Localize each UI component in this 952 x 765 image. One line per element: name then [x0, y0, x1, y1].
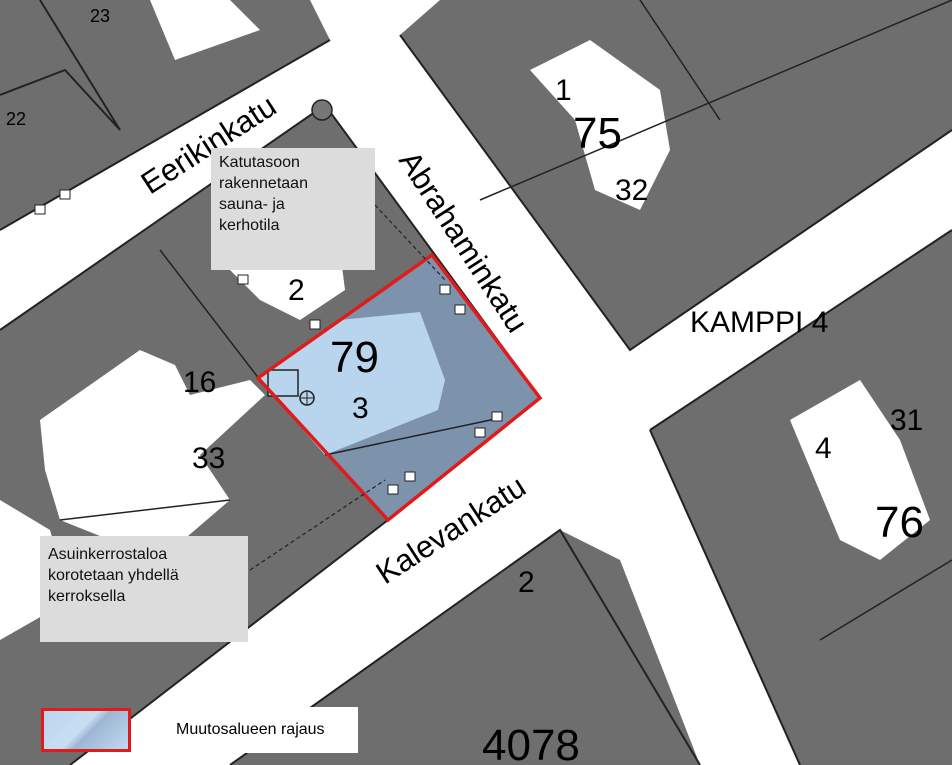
plot-number-23: 23: [90, 6, 110, 26]
note-line: sauna- ja: [219, 196, 285, 213]
plot-number-2-south: 2: [518, 566, 535, 599]
block-top-left: [0, 0, 330, 230]
plot-number-33: 33: [192, 442, 225, 475]
plot-number-4: 4: [815, 432, 832, 465]
note-line: kerhotila: [219, 217, 280, 234]
legend-swatch: [41, 708, 131, 752]
plot-number-32: 32: [615, 174, 648, 207]
plot-number-3: 3: [352, 392, 369, 425]
note-sauna-club-room: Katutasoon rakennetaan sauna- ja kerhoti…: [211, 148, 375, 270]
note-line: kerroksella: [48, 588, 126, 605]
plot-number-2-north: 2: [288, 274, 305, 307]
note-line: korotetaan yhdellä: [48, 567, 179, 584]
note-line: rakennetaan: [219, 175, 308, 192]
note-line: Katutasoon: [219, 154, 300, 171]
block-number-76: 76: [875, 498, 924, 547]
courtyard-west: [40, 350, 265, 560]
plot-number-31: 31: [890, 404, 923, 437]
block-number-75: 75: [573, 109, 622, 158]
note-extra-floor: Asuinkerrostaloa korotetaan yhdellä kerr…: [40, 536, 248, 642]
change-area-light: [258, 312, 445, 455]
plot-number-16: 16: [183, 366, 216, 399]
block-75: [400, 0, 952, 350]
block-number-4078: 4078: [482, 721, 580, 765]
block-number-79: 79: [330, 333, 379, 382]
note-line: Asuinkerrostaloa: [48, 546, 168, 563]
plot-number-1: 1: [555, 74, 572, 107]
legend-background: [160, 707, 358, 753]
plot-number-22: 22: [6, 109, 26, 129]
legend-label: Muutosalueen rajaus: [176, 721, 325, 738]
block-76: [650, 230, 952, 765]
change-area-boundary: [255, 252, 543, 523]
district-label: KAMPPI 4: [690, 306, 828, 339]
